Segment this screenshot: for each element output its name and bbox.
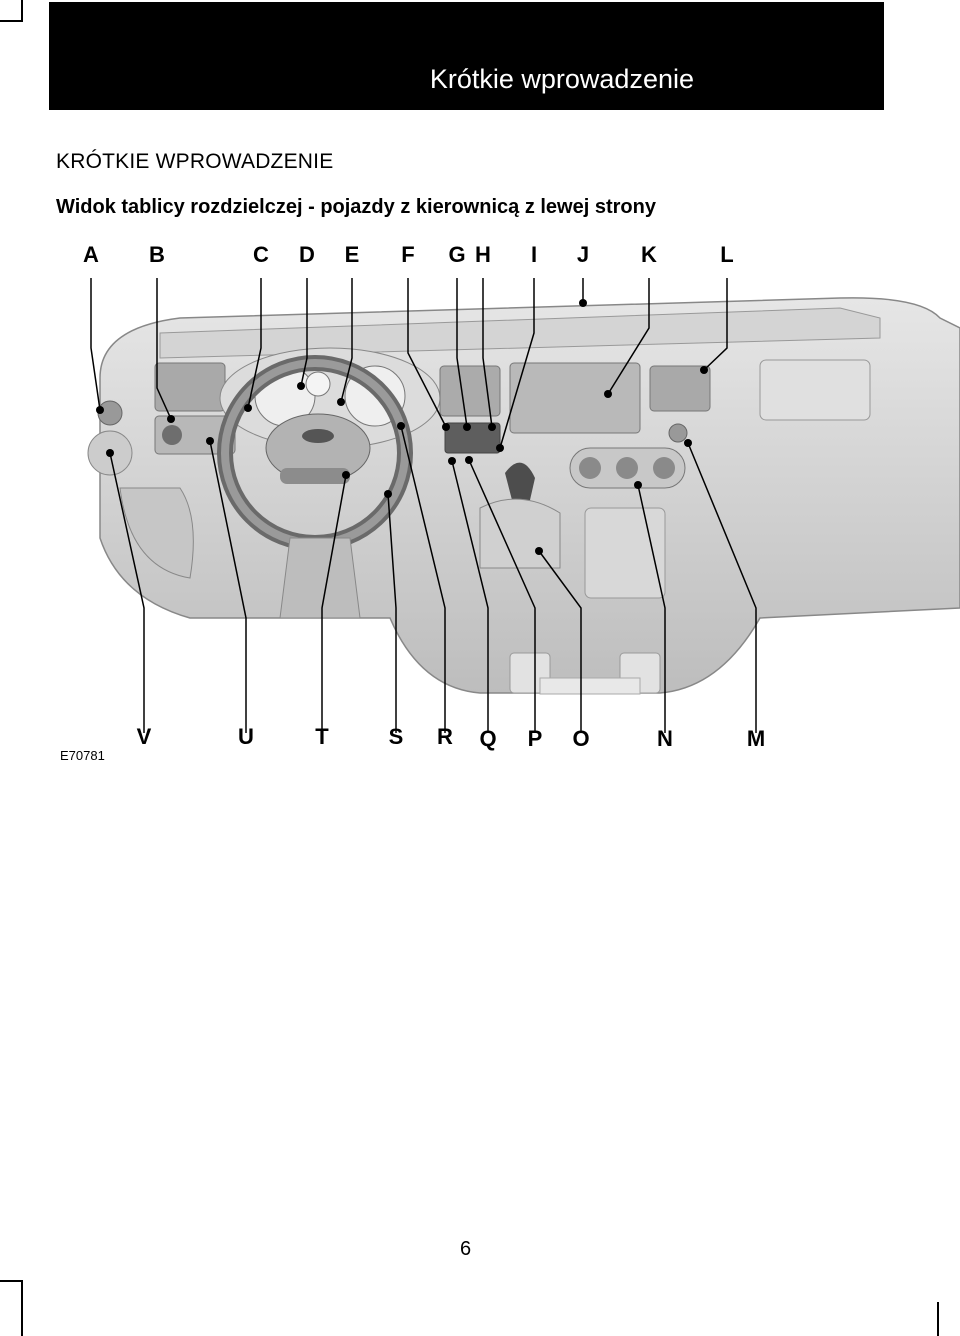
callout-v: V — [136, 724, 152, 749]
callout-a: A — [83, 242, 99, 267]
crop-mark-bottom-left-v — [21, 1280, 23, 1336]
callout-n: N — [657, 726, 673, 751]
dashboard-drawing — [87, 278, 960, 733]
callout-d: D — [299, 242, 315, 267]
callout-m: M — [746, 726, 766, 751]
figure-id: E70781 — [60, 748, 105, 763]
callout-f: F — [401, 242, 415, 267]
section-heading: KRÓTKIE WPROWADZENIE — [56, 150, 334, 173]
crop-mark-bottom-left-h — [0, 1280, 23, 1282]
page-number: 6 — [460, 1238, 472, 1260]
dashboard-illustration: A B C D E F G H I J K L V U T S R Q P O … — [60, 238, 960, 766]
callout-u: U — [238, 724, 254, 749]
callout-i: I — [530, 242, 538, 267]
crop-mark-top-left-h — [0, 20, 23, 22]
callout-c: C — [253, 242, 269, 267]
callout-e: E — [344, 242, 360, 267]
callout-h: H — [475, 242, 491, 267]
callout-r: R — [437, 724, 453, 749]
figure-subheading: Widok tablicy rozdzielczej - pojazdy z k… — [56, 196, 656, 218]
callout-t: T — [315, 724, 329, 749]
callout-g: G — [448, 242, 466, 267]
callout-l: L — [720, 242, 734, 267]
callout-k: K — [641, 242, 657, 267]
callout-p: P — [527, 726, 543, 751]
callout-o: O — [572, 726, 590, 751]
callout-b: B — [149, 242, 165, 267]
page-header-title: Krótkie wprowadzenie — [429, 64, 694, 94]
callout-j: J — [576, 242, 590, 267]
crop-mark-top-left-v — [21, 0, 23, 22]
callout-s: S — [388, 724, 404, 749]
header-bar — [49, 2, 884, 110]
callout-q: Q — [479, 726, 497, 751]
crop-mark-bottom-right-v — [937, 1302, 939, 1336]
